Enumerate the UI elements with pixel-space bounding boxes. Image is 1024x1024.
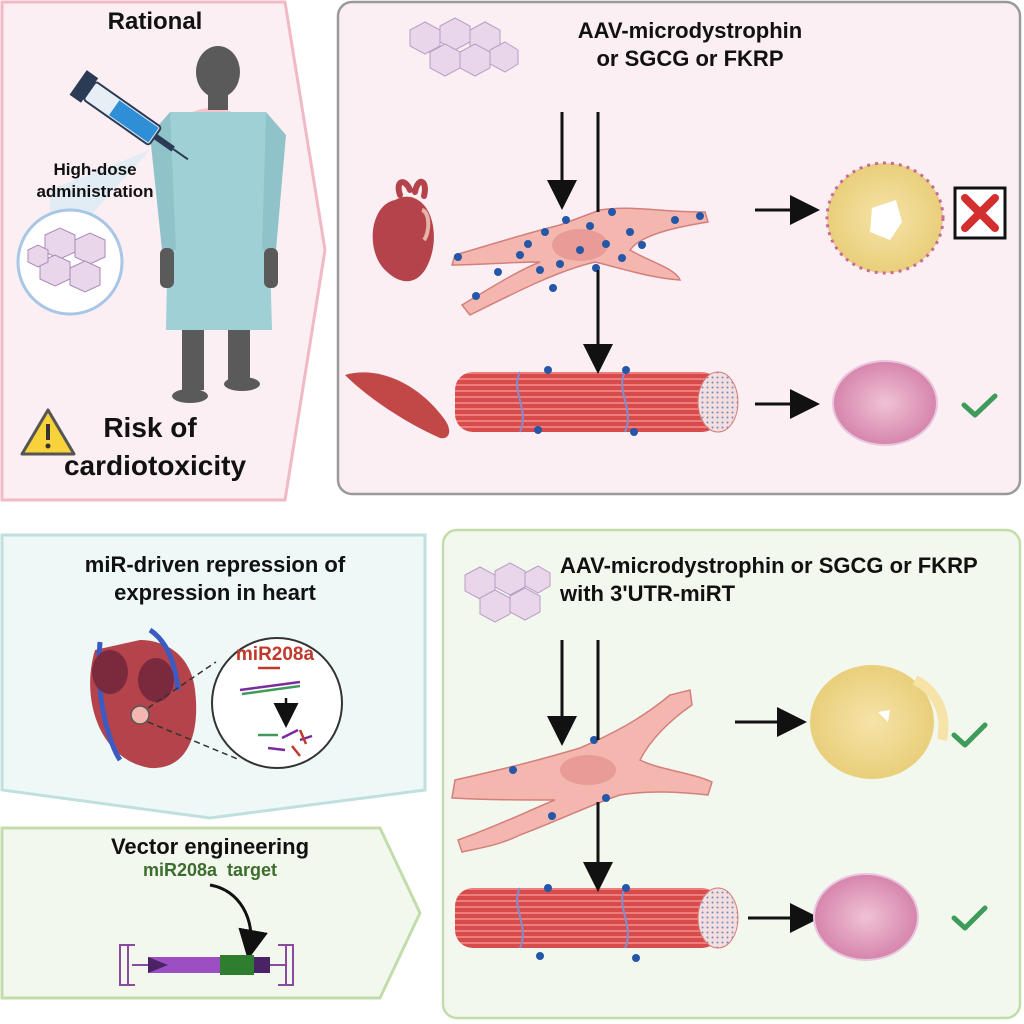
vector-construct-icon: [119, 944, 294, 986]
muscle-fiber-top: [455, 366, 739, 436]
vector-title: Vector engineering: [110, 834, 310, 859]
cardiomyocyte-top: [450, 207, 709, 316]
top-result-panel: [336, 0, 1022, 496]
warning-icon: [20, 408, 76, 456]
mir-panel-title-1: miR-driven repression of: [84, 552, 346, 577]
check-icon-top: [961, 393, 998, 418]
patient-figure: [150, 46, 286, 403]
heart-section-healthy: [810, 665, 949, 779]
aav-particles-top: [409, 17, 519, 77]
target-arrow: [209, 883, 268, 960]
protein-dots-heart: [454, 208, 704, 300]
check-icon-muscle-bottom: [951, 905, 988, 931]
fail-icon: [953, 186, 1007, 240]
top-panel-title-2: or SGCG or FKRP: [596, 46, 784, 71]
cardiomyocyte-bottom: [451, 689, 713, 853]
muscle-fiber-bottom: [455, 884, 739, 962]
check-icon-heart-bottom: [951, 722, 988, 748]
risk-label-2: cardiotoxicity: [63, 450, 247, 481]
syringe-icon: [69, 70, 189, 161]
rational-title: Rational: [107, 8, 203, 35]
skeletal-muscle-icon: [345, 372, 450, 439]
bottom-panel-title-2: with 3'UTR-miRT: [560, 581, 736, 606]
aav-particles-bottom: [464, 562, 551, 623]
muscle-section-bottom: [813, 873, 919, 961]
vector-panel: [0, 826, 422, 1000]
heart-vessels-icon: [90, 627, 197, 769]
heart-section-damaged: [825, 161, 945, 275]
virus-particles-icon: [16, 208, 124, 316]
mir-panel-title-2: expression in heart: [114, 580, 316, 605]
dose-label-2: administration: [36, 182, 154, 201]
top-panel-title-1: AAV-microdystrophin: [577, 18, 803, 43]
risk-label-1: Risk of: [103, 412, 197, 443]
dose-label-1: High-dose: [53, 160, 137, 179]
mirna-strands-icon: [239, 666, 313, 757]
zoom-line-1: [147, 661, 217, 709]
mirna-label: miR208a: [235, 644, 315, 665]
muscle-section-top: [832, 360, 938, 446]
vector-target-label: miR208a target: [142, 860, 278, 880]
zoom-line-2: [147, 721, 241, 761]
heart-organ-icon: [372, 179, 434, 282]
bottom-panel-title-1: AAV-microdystrophin or SGCG or FKRP: [560, 553, 978, 578]
